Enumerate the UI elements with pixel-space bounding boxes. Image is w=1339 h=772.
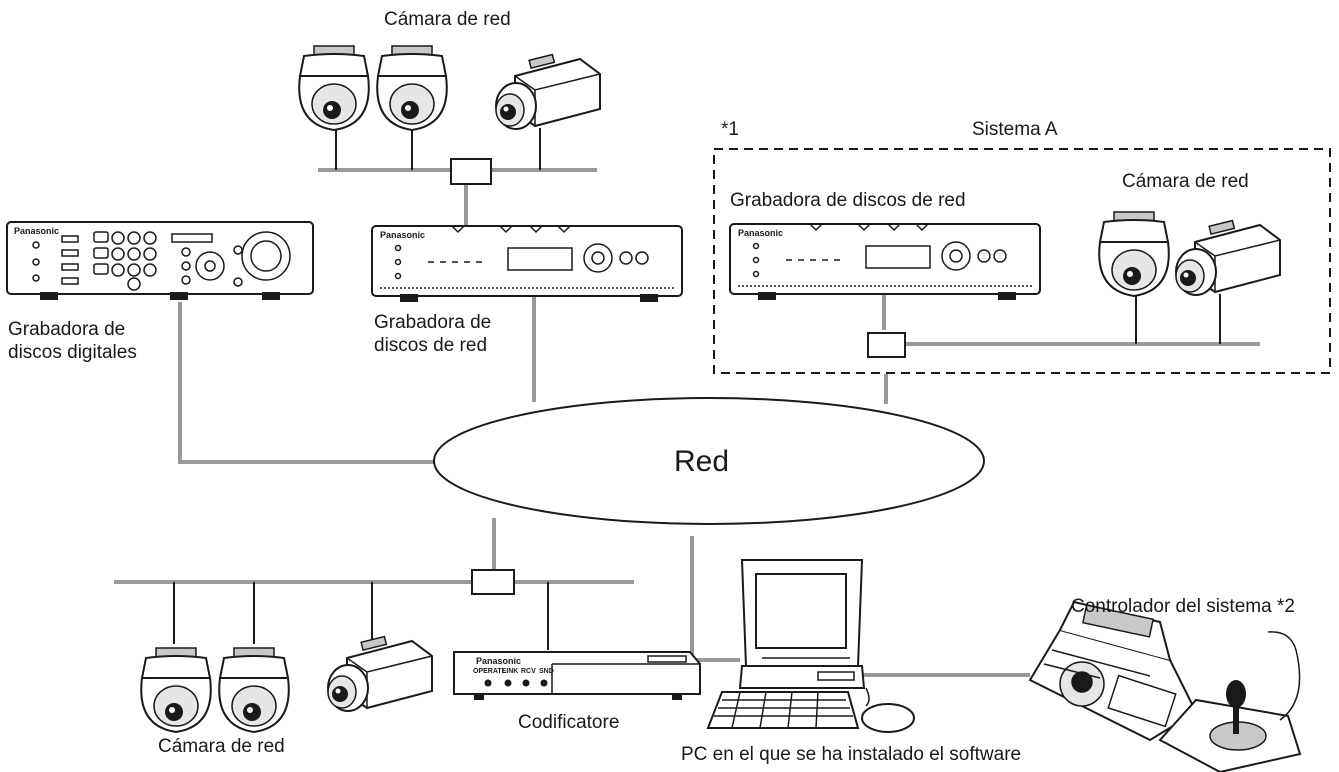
encoder-indicator-link: LINK [502, 668, 519, 675]
pc-label: PC en el que se ha instalado el software [681, 744, 1022, 765]
system-a-mark: *1 [721, 119, 739, 140]
encoder-indicator-snd: SND [539, 668, 554, 675]
bottom-dome-camera-1 [140, 647, 212, 733]
network-recorder-label-line2: discos de red [374, 335, 488, 356]
hub-bottom [471, 569, 515, 595]
hub-system-a [867, 332, 906, 358]
pc-computer [706, 559, 915, 733]
system-a-dome-camera [1098, 211, 1170, 297]
hub-top [450, 158, 492, 185]
system-a-camera-label: Cámara de red [1122, 171, 1249, 192]
top-box-camera [495, 53, 601, 131]
digital-disk-recorder [6, 221, 314, 300]
system-a-title: Sistema A [972, 119, 1058, 140]
network-label: Red [674, 445, 730, 478]
top-dome-camera-1 [298, 45, 370, 131]
system-controller [1028, 600, 1302, 772]
bottom-dome-camera-2 [218, 647, 290, 733]
network-disk-recorder [371, 225, 683, 302]
encoder-label: Codificatore [518, 712, 620, 733]
system-a-border [713, 148, 1331, 374]
system-a-network-recorder [729, 223, 1041, 300]
encoder-brand: Panasonic [476, 656, 522, 666]
digital-recorder-brand: Panasonic [14, 226, 60, 236]
controller-label: Controlador del sistema *2 [1071, 596, 1295, 617]
system-a-recorder-brand: Panasonic [738, 228, 784, 238]
top-dome-camera-2 [376, 45, 448, 131]
top-camera-label: Cámara de red [384, 9, 511, 30]
network-cloud [433, 397, 985, 525]
cable-lines [114, 126, 1260, 677]
digital-recorder-label-line1: Grabadora de [8, 319, 126, 340]
system-a-box-camera [1175, 219, 1281, 296]
encoder-indicator-rcv: RCV [521, 668, 536, 675]
bottom-box-camera [327, 635, 433, 712]
bottom-camera-label: Cámara de red [158, 736, 285, 757]
encoder-device [453, 651, 701, 700]
network-recorder-brand: Panasonic [380, 230, 426, 240]
system-a-recorder-label: Grabadora de discos de red [730, 190, 966, 211]
network-recorder-label-line1: Grabadora de [374, 312, 492, 333]
digital-recorder-label-line2: discos digitales [8, 342, 137, 363]
encoder-indicator-operate: OPERATE [473, 668, 507, 675]
